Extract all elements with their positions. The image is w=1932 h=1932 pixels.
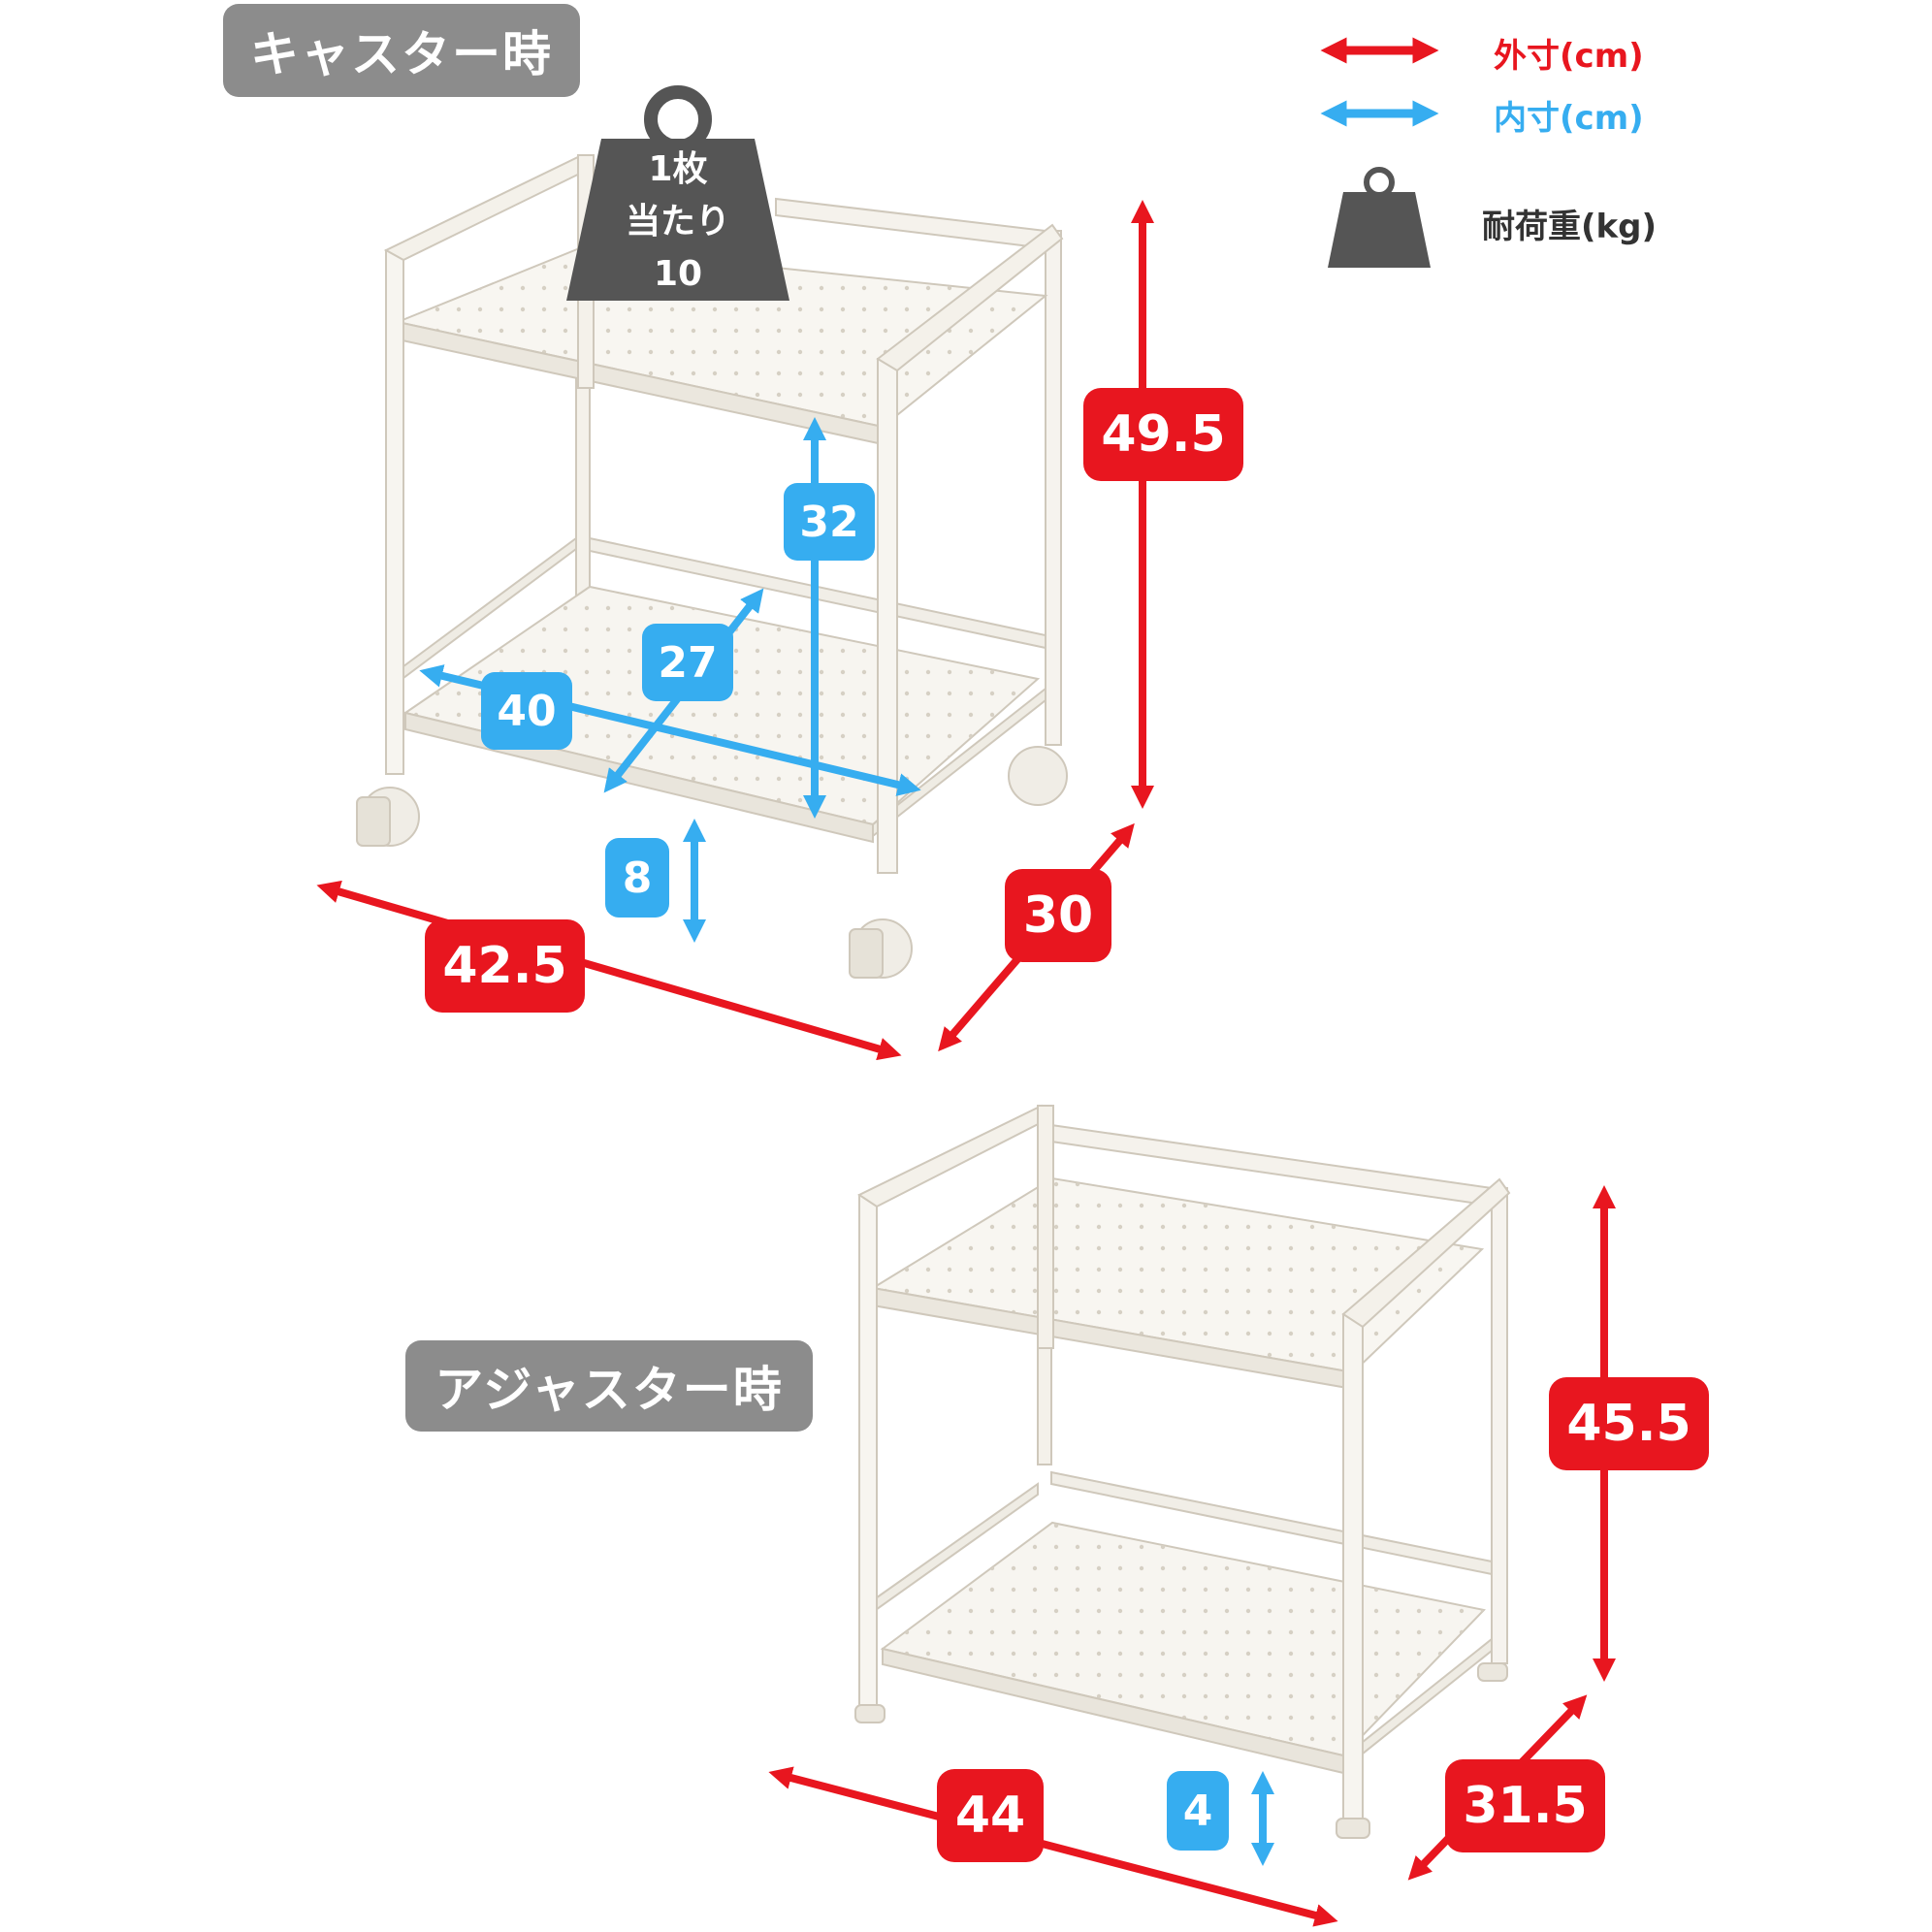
legend-graphics xyxy=(1320,37,1439,268)
weight-icon xyxy=(566,85,789,301)
caster-inner-width-label: 40 xyxy=(481,672,572,750)
legend-weight-icon xyxy=(1328,167,1431,268)
legend-outer-label: 外寸(cm) xyxy=(1494,37,1644,76)
weight-per-shelf-line2: 当たり xyxy=(625,202,730,242)
adjuster-cart-illustration xyxy=(854,1104,1511,1839)
adjuster-clearance-label: 4 xyxy=(1167,1771,1229,1851)
caster-inner-depth-label: 27 xyxy=(642,624,733,701)
adjuster-mode-tag: アジャスター時 xyxy=(405,1340,813,1432)
adjuster-depth-label: 31.5 xyxy=(1445,1759,1605,1852)
adjuster-width-label: 44 xyxy=(937,1769,1044,1862)
legend-load-label: 耐荷重(kg) xyxy=(1482,208,1658,246)
adjuster-width-arrow xyxy=(768,1766,1338,1927)
caster-depth-label: 30 xyxy=(1005,869,1111,962)
weight-per-shelf-value: 10 xyxy=(653,254,703,294)
adjuster-height-label: 45.5 xyxy=(1549,1377,1709,1470)
caster-clearance-label: 8 xyxy=(605,838,669,918)
caster-height-label: 49.5 xyxy=(1083,388,1243,481)
weight-per-shelf-line1: 1枚 xyxy=(648,149,708,189)
caster-width-arrow xyxy=(316,880,902,1061)
caster-mode-tag: キャスター時 xyxy=(223,4,580,97)
caster-width-label: 42.5 xyxy=(425,919,585,1013)
legend-inner-label: 内寸(cm) xyxy=(1494,99,1644,138)
caster-inner-height-label: 32 xyxy=(784,483,875,561)
